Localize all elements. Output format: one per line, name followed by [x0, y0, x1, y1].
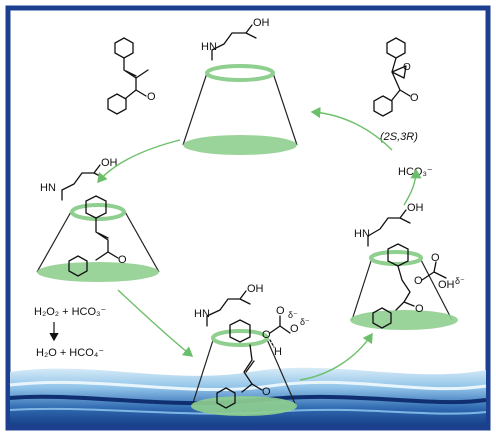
arrow-to-transition	[117, 289, 194, 357]
epoxide-product: O O (2S,3R)	[373, 37, 419, 143]
oh-label-5: OH	[438, 279, 455, 291]
carbonyl-o-label-2: O	[431, 252, 440, 264]
ketone-o-label-4: O	[262, 386, 271, 398]
epoxide-o-label: O	[403, 62, 411, 73]
cycle-arrows	[97, 106, 422, 381]
carbonate-o-label: O	[290, 323, 299, 335]
arrow-bind-substrate	[97, 139, 181, 184]
transition-complex: OH HN O O O O δ⁻ δ⁻ H	[191, 283, 310, 416]
arrow-regenerate	[310, 106, 393, 151]
ketone-o-label-2: O	[410, 92, 419, 104]
h-label: H	[274, 346, 282, 358]
epoxidation-complex: OH HN O O O OH δ⁻	[350, 202, 465, 330]
ketone-o-label-5: O	[415, 303, 424, 315]
catalyst-top: OH HN	[182, 17, 298, 155]
stereo-label: (2S,3R)	[380, 131, 418, 143]
ketone-o-label-1: O	[147, 91, 156, 103]
h2o2-reagent-line: H₂O₂ + HCO₃⁻	[34, 306, 106, 318]
delta-label-3: δ⁻	[455, 276, 465, 286]
inclusion-complex: OH HN O	[36, 157, 160, 282]
ketone-o-label-3: O	[118, 254, 127, 266]
chalcone-substrate: O	[107, 37, 156, 115]
oh-label-4: OH	[407, 202, 424, 214]
hn-label: HN	[201, 41, 217, 53]
oh-label-3: OH	[247, 283, 264, 295]
delta-label-2: δ⁻	[288, 310, 298, 320]
oh-label: OH	[253, 17, 270, 29]
arrow-release	[403, 168, 422, 206]
oh-label-2: OH	[101, 157, 118, 169]
hn-label-3: HN	[194, 308, 210, 320]
hn-label-2: HN	[40, 182, 56, 194]
h2o-product-line: H₂O + HCO₄⁻	[36, 347, 104, 359]
carbonyl-o-label: O	[276, 305, 285, 317]
hn-label-4: HN	[354, 228, 370, 240]
ring-o-label: O	[414, 275, 423, 287]
arrow-to-epoxidation	[299, 332, 373, 381]
peroxy-o-label: O	[262, 329, 271, 341]
delta-label-1: δ⁻	[300, 317, 310, 327]
